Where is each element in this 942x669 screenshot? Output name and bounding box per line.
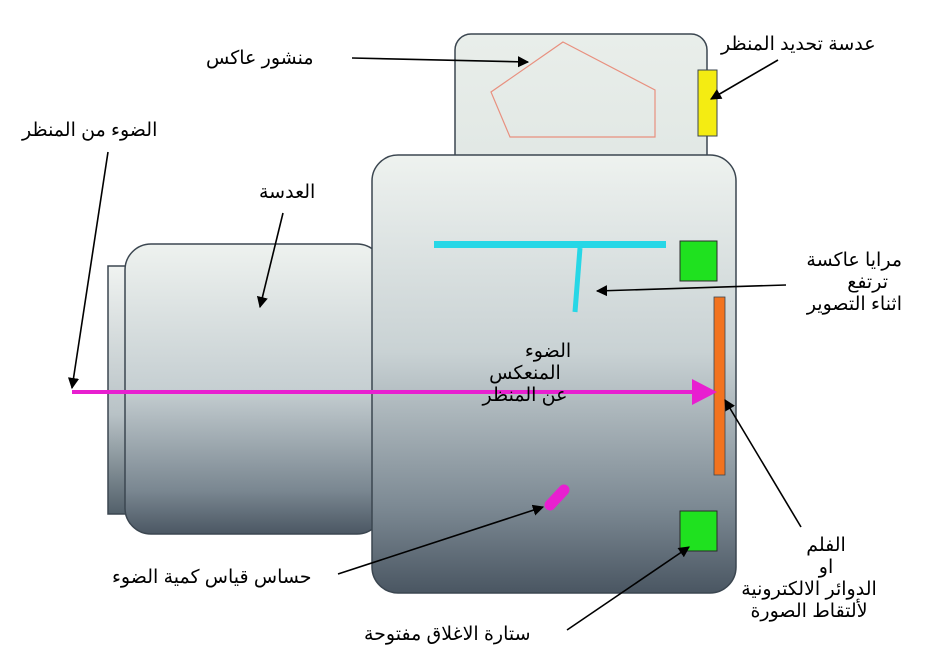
camera-body [371,154,737,594]
reflected-light-line-1: الضوء [524,341,572,362]
lens-label: العدسة [259,182,316,203]
mirrors-label-line-2: ترتفع [847,272,888,293]
light-from-scene-label: الضوء من المنظر [22,120,158,141]
mirror-horizontal [434,241,666,248]
lens-barrel [124,243,384,535]
shutter-label: ستارة الاغلاق مفتوحة [364,624,531,645]
viewfinder-lens-label: عدسة تحديد المنظر [721,34,876,55]
film-arrow [724,399,802,528]
shutter-curtain [679,510,718,552]
light-meter-sensor [544,484,570,511]
reflected-light-line-3: عن المنظر [482,385,568,406]
green-pad-top [679,240,718,282]
mirrors-label: مرايا عاكسة ترتفع اثناء التصوير [752,250,902,316]
light-meter-label: حساس قياس كمية الضوء [112,567,312,588]
reflected-light-line-2: المنعكس [489,363,561,384]
mirrors-label-line-1: مرايا عاكسة [806,250,902,271]
lens-arrow [256,212,284,309]
viewfinder-lens-arrow [710,59,779,100]
mirrors-label-line-3: اثناء التصوير [806,294,902,315]
film-label-line-2: او [818,557,834,578]
film-label: الفلم او الدوائر الالكترونية لألتقاط الص… [734,535,884,623]
film-label-line-4: لألتقاط الصورة [750,601,868,622]
reflected-light-label: الضوء المنعكس عن المنظر [470,341,580,407]
film-label-line-3: الدوائر الالكترونية [741,579,877,600]
film-plane [713,296,726,476]
light-ray-arrowhead [692,379,717,405]
prism-shape [490,41,656,138]
viewfinder-lens-element [697,69,718,137]
prism-label: منشور عاكس [206,48,314,69]
light-from-scene-arrow [67,151,109,390]
film-label-line-1: الفلم [806,535,846,556]
prism-arrow [351,56,530,68]
shutter-arrow [566,546,690,631]
light-meter-arrow [337,504,545,575]
mirrors-arrow [595,284,787,297]
mirror-stem [572,247,583,313]
